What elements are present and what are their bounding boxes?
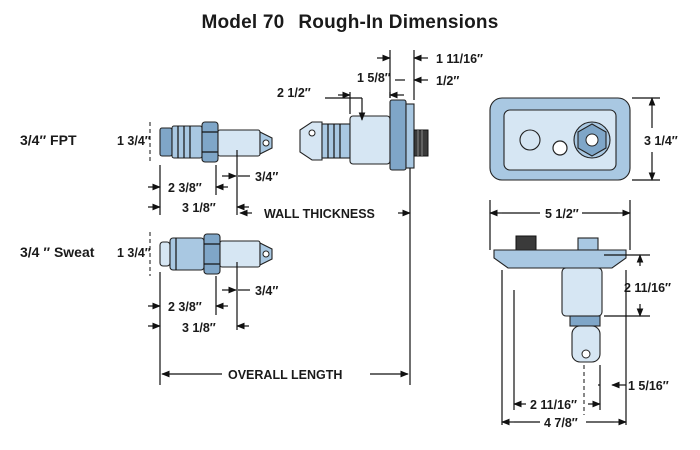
page-title: Model 70 Rough-In Dimensions: [0, 12, 700, 34]
sweat-height-dim: 1 3/4″: [117, 246, 151, 260]
front-width-dim: 5 1/2″: [545, 207, 579, 221]
valve-top-dim-a: 1 11/16″: [436, 52, 483, 66]
sweat-length-b: 3 1/8″: [182, 321, 216, 335]
diagram-subtitle: Rough-In Dimensions: [298, 12, 499, 33]
sweat-tip-dim: 3/4″: [255, 284, 278, 298]
side-drop-dim: 2 11/16″: [624, 281, 671, 295]
fpt-length-a: 2 3/8″: [168, 181, 202, 195]
front-height-dim: 3 1/4″: [644, 134, 678, 148]
front-view-plate: [489, 97, 631, 181]
side-right-dim: 1 5/16″: [628, 379, 669, 393]
valve-body: [299, 99, 429, 171]
fpt-tip-dim: 3/4″: [255, 170, 278, 184]
valve-width-dim: 1 5/8″: [357, 71, 391, 85]
valve-top-dim-b: 1/2″: [436, 74, 459, 88]
fpt-fitting: [159, 121, 273, 163]
model-name: Model 70: [201, 12, 285, 33]
fpt-label: 3/4″ FPT: [20, 132, 77, 148]
fpt-length-b: 3 1/8″: [182, 201, 216, 215]
sweat-length-a: 2 3/8″: [168, 300, 202, 314]
side-bottom-dim-a: 2 11/16″: [530, 398, 577, 412]
overall-length-label: OVERALL LENGTH: [228, 368, 342, 382]
sweat-fitting: [159, 233, 273, 275]
side-view-body: [493, 235, 627, 363]
side-bottom-dim-b: 4 7/8″: [544, 416, 578, 430]
wall-thickness-label: WALL THICKNESS: [264, 207, 375, 221]
fpt-height-dim: 1 3/4″: [117, 134, 151, 148]
sweat-label: 3/4 ″ Sweat: [20, 244, 95, 260]
valve-height-dim: 2 1/2″: [277, 86, 311, 100]
